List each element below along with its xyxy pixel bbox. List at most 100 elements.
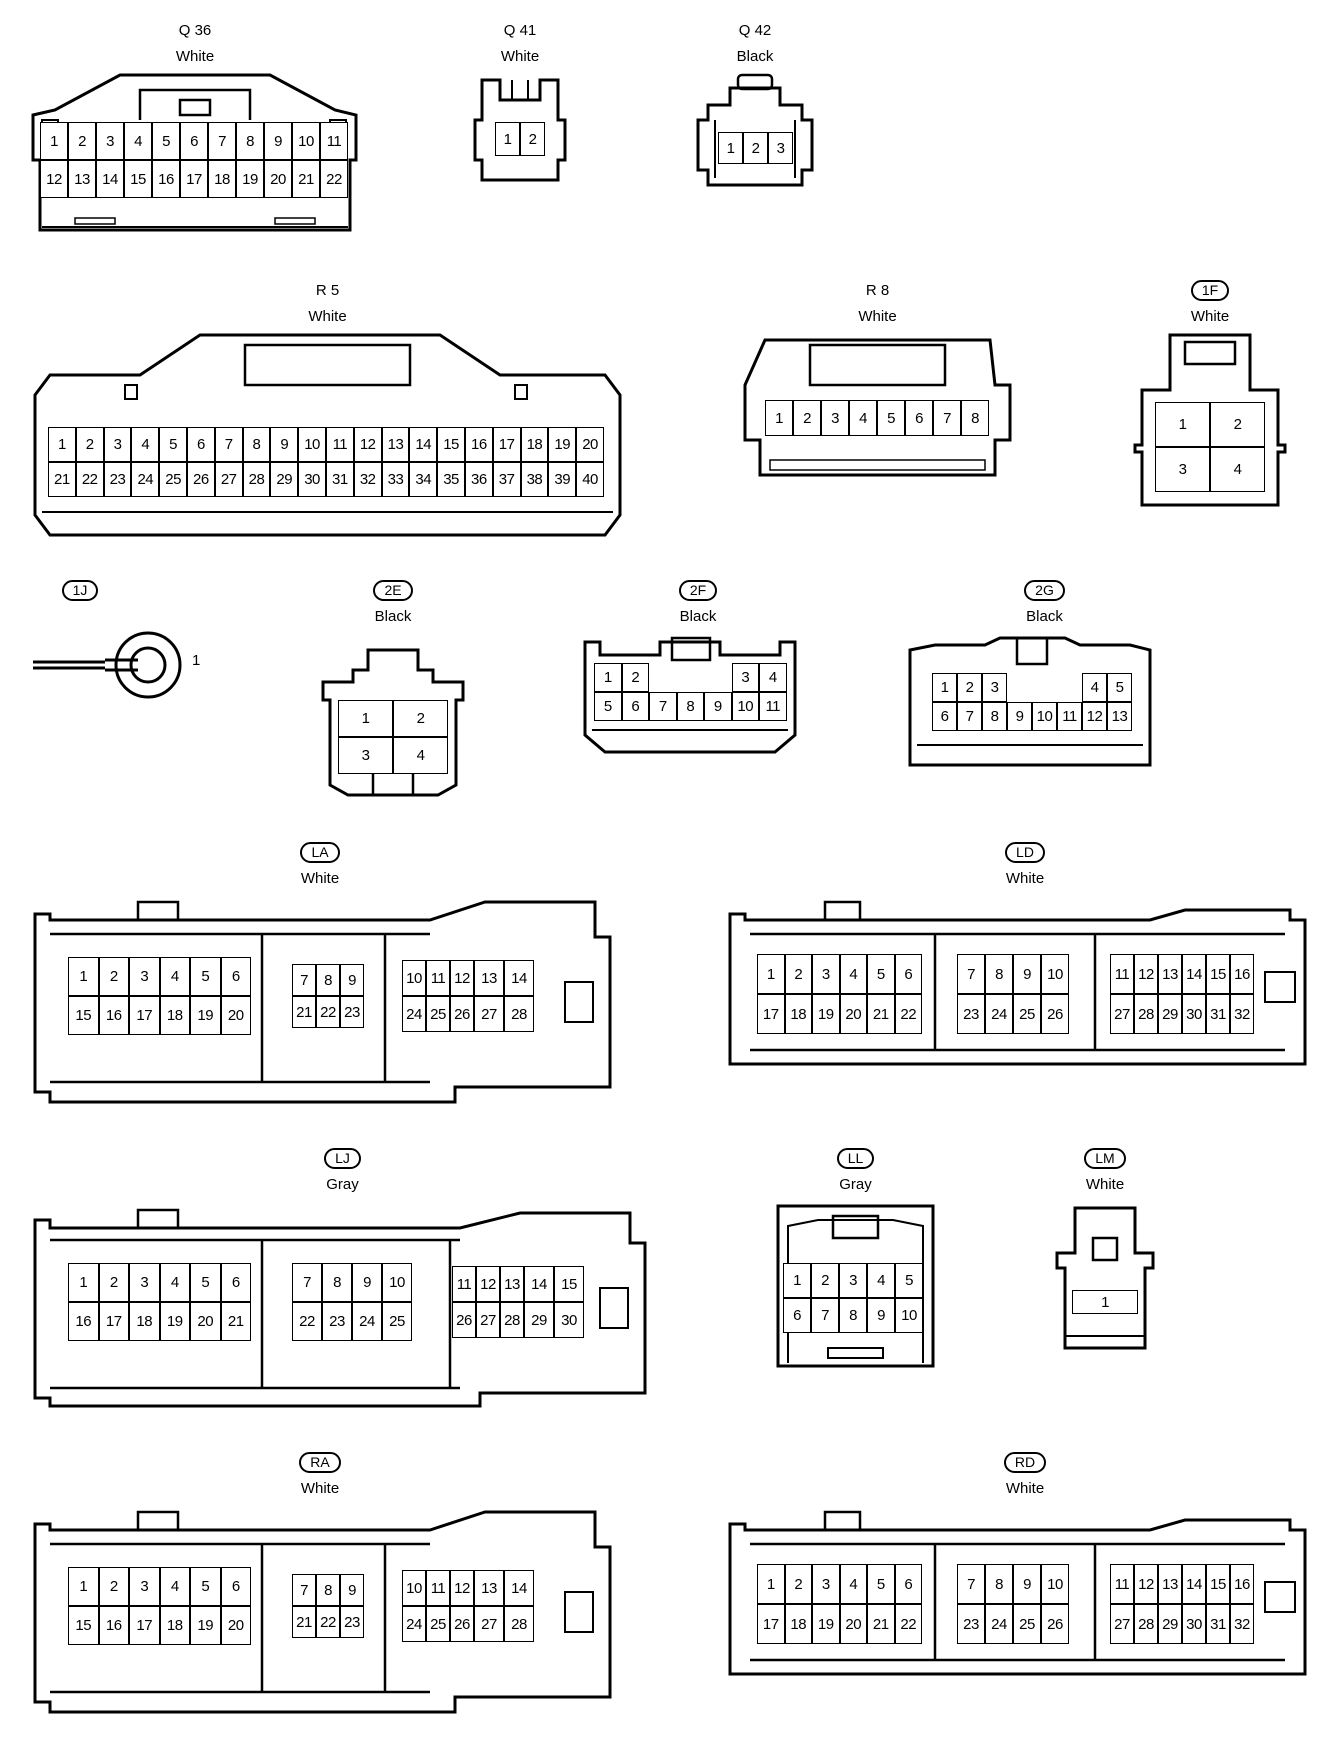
pin-cell: 3 — [129, 1567, 160, 1606]
connector-id: LD — [730, 842, 1320, 863]
connector-housing — [696, 73, 814, 187]
pin-cell: 22 — [292, 1302, 322, 1341]
pin-cell: 21 — [292, 996, 316, 1028]
pin-cell: 5 — [190, 957, 221, 996]
pin-cell: 15 — [437, 427, 465, 462]
pin-cell: 23 — [340, 1606, 364, 1638]
pin-cell: 30 — [1182, 1604, 1206, 1644]
pin-cell: 18 — [520, 427, 549, 462]
connector-housing — [583, 636, 797, 754]
pin-cell: 29 — [1158, 994, 1182, 1034]
pin-cell: 16 — [68, 1302, 99, 1341]
pin-cell: 9 — [1013, 954, 1041, 994]
pin-cell: 7 — [957, 1564, 985, 1604]
pin-cell: 4 — [1210, 447, 1265, 492]
pin-cell: 30 — [298, 462, 326, 497]
connector-id: Q 41 — [503, 22, 537, 39]
pin-cell: 5 — [867, 954, 895, 994]
pin-cell: 3 — [1155, 447, 1210, 492]
pin-cell: 17 — [492, 427, 521, 462]
pin-cell: 26 — [1041, 994, 1069, 1034]
pin-cell: 5 — [190, 1263, 221, 1302]
pin-cell: 8 — [316, 964, 340, 996]
pin-cell: 21 — [220, 1302, 251, 1341]
pin-cell: 3 — [96, 122, 124, 160]
pin-cell: 8 — [316, 1574, 340, 1606]
pin-cell: 22 — [320, 160, 348, 198]
pin-cell: 18 — [159, 996, 190, 1035]
connector-color: White — [1005, 1480, 1045, 1497]
connector-housing — [33, 333, 622, 537]
pin-cell: 27 — [474, 1606, 504, 1642]
pin-cell: 3 — [338, 737, 393, 774]
pin-cell: 8 — [676, 692, 704, 721]
pin-cell: 2 — [811, 1263, 839, 1298]
pin-cell: 5 — [152, 122, 180, 160]
pin-grid: 1 — [1072, 1290, 1138, 1314]
pin-cell: 1 — [68, 957, 99, 996]
pin-cell: 2 — [98, 1263, 129, 1302]
pin-cell: 21 — [292, 1606, 316, 1638]
pin-cell: 5 — [190, 1567, 221, 1606]
pin-cell: 12 — [40, 160, 68, 198]
pin-cell: 16 — [98, 996, 129, 1035]
pin-cell: 19 — [190, 1606, 221, 1645]
pin-cell: 34 — [409, 462, 438, 497]
pin-cell: 1 — [783, 1263, 811, 1298]
pin-cell: 14 — [96, 160, 124, 198]
pin-cell: 11 — [1110, 1564, 1134, 1604]
pin-cell: 26 — [450, 1606, 474, 1642]
connector-housing — [728, 1510, 1307, 1676]
pin-cell: 12 — [450, 1570, 474, 1606]
pin-cell: 22 — [894, 1604, 922, 1644]
connector-color: White — [300, 1480, 340, 1497]
pin-cell: 1 — [757, 954, 785, 994]
pin-cell: 2 — [98, 957, 129, 996]
pin-cell: 23 — [957, 1604, 985, 1644]
pin-cell: 28 — [242, 462, 271, 497]
pin-cell: 1 — [495, 122, 520, 156]
pin-cell: 7 — [957, 702, 982, 731]
pin-cell: 4 — [1082, 673, 1107, 702]
pin-cell: 27 — [1110, 1604, 1134, 1644]
pin-cell: 1 — [757, 1564, 785, 1604]
pin-cell: 12 — [1134, 954, 1158, 994]
pin-cell: 4 — [849, 400, 877, 436]
pin-cell: 18 — [159, 1606, 190, 1645]
pin-cell: 8 — [322, 1263, 352, 1302]
pin-cell: 5 — [895, 1263, 923, 1298]
connector-id: 1F — [1130, 280, 1290, 301]
pin-cell: 1 — [1072, 1290, 1138, 1314]
pin-cell: 19 — [812, 1604, 840, 1644]
pin-cell: 9 — [704, 692, 732, 721]
pin-cell: 25 — [159, 462, 187, 497]
pin-cell: 25 — [382, 1302, 412, 1341]
pin-cell: 9 — [340, 964, 364, 996]
pin-cell: 6 — [621, 692, 649, 721]
connector-color: Black — [1026, 608, 1063, 625]
pin-cell: 1 — [1155, 402, 1210, 447]
pin-cell: 2 — [68, 122, 96, 160]
pin-cell: 7 — [208, 122, 236, 160]
pin-cell: 14 — [504, 960, 534, 996]
pin-cell: 28 — [1134, 1604, 1158, 1644]
connector-id: 2G — [917, 580, 1172, 601]
pin-cell: 13 — [1158, 1564, 1182, 1604]
pin-cell: 2 — [393, 700, 448, 737]
pin-cell: 9 — [264, 122, 292, 160]
pin-cell: 25 — [426, 996, 450, 1032]
pin-cell: 4 — [131, 427, 160, 462]
pin-cell: 23 — [322, 1302, 352, 1341]
connector-color: Black — [736, 48, 774, 65]
pin-cell: 11 — [426, 960, 450, 996]
